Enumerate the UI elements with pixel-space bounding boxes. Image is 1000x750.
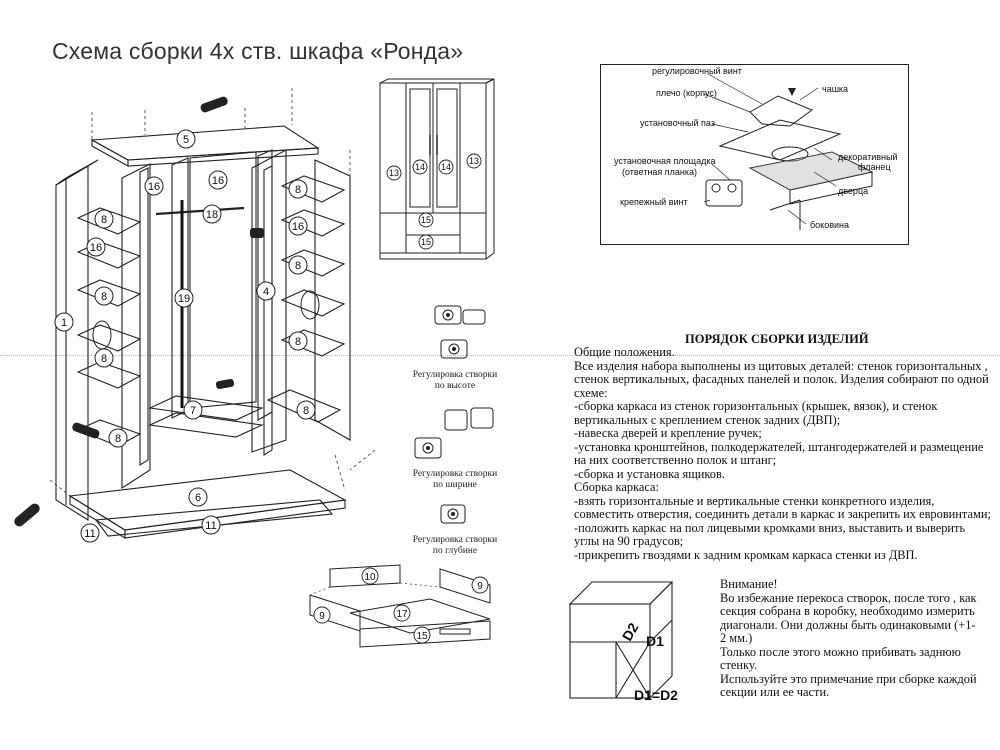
front-part-14: 14	[415, 162, 425, 172]
warning-line: секции или ее части.	[720, 685, 830, 699]
part-8-label: 8	[101, 214, 107, 226]
wardrobe-exploded-diagram: 1 5 4 8 8 8 8 8 8 8 8 16 16 16 16 18 19 …	[14, 88, 376, 543]
scan-artifact-line	[0, 355, 1000, 356]
part-8-label: 8	[101, 353, 107, 365]
hinge-label-mount-plate-sub: (ответная планка)	[622, 167, 697, 177]
warning-line: секция собрана в коробку, необходимо изм…	[720, 604, 975, 618]
hinge-label-mount-plate: установочная площадка	[614, 156, 715, 166]
hinge-label-side: боковина	[810, 220, 849, 230]
part-5-label: 5	[183, 134, 189, 146]
assembly-heading: ПОРЯДОК СБОРКИ ИЗДЕЛИЙ	[685, 332, 869, 346]
caption-depth: Регулировка створки по глубине	[412, 535, 498, 556]
warning-line: Только после этого можно прибивать задню…	[720, 644, 961, 659]
hinge-detail-diagram: регулировочный винт плечо (корпус) устан…	[600, 64, 909, 245]
instruction-line: -положить каркас на пол лицевыми кромкам…	[574, 520, 966, 535]
instruction-line: Все изделия набора выполнены из щитовых …	[574, 358, 988, 373]
warning-note: Внимание! Во избежание перекоса створок,…	[720, 577, 977, 700]
page-title: Схема сборки 4х ств. шкафа «Ронда»	[52, 38, 464, 64]
hinge-label-mount-slot: установочный паз	[640, 118, 715, 128]
hinge-adjust-icons	[414, 305, 494, 524]
hinge-label-fix-screw: крепежный винт	[620, 197, 688, 207]
part-16-label: 16	[292, 221, 304, 233]
drawer-part-9: 9	[319, 611, 325, 622]
front-part-15: 15	[421, 237, 431, 247]
hinge-label-flange-1: декоративный	[838, 152, 898, 162]
hinge-label-arm: плечо (корпус)	[656, 88, 717, 98]
diagonal-d2-label: D2	[619, 620, 642, 644]
instruction-line: схеме:	[574, 385, 608, 400]
caption-height: Регулировка створки по высоте	[412, 370, 498, 391]
hinge-label-flange-2: фланец	[858, 162, 891, 172]
part-16-label: 16	[90, 242, 102, 254]
instruction-line: -сборка и установка ящиков.	[574, 466, 725, 481]
instruction-line: вертикальных с креплением стенок задних …	[574, 412, 841, 427]
drawer-part-10: 10	[364, 572, 376, 583]
part-19-label: 19	[178, 293, 190, 305]
drawer-part-15: 15	[416, 631, 428, 642]
diagonal-d1-label: D1	[646, 633, 664, 649]
instruction-line: Сборка каркаса:	[574, 480, 659, 494]
diagonal-equation: D1=D2	[634, 687, 678, 703]
warning-line: Во избежание перекоса створок, после тог…	[720, 590, 977, 605]
drawer-exploded-diagram: 10 9 9 17 15	[309, 564, 491, 648]
part-11-label: 11	[205, 520, 216, 532]
warning-line: Внимание!	[720, 577, 778, 591]
warning-line: стенку.	[720, 658, 757, 672]
instruction-line: совместить отверстия, соединить детали в…	[574, 507, 991, 521]
part-8-label: 8	[101, 291, 107, 303]
warning-line: диагонали. Они должны быть одинаковыми (…	[720, 617, 976, 632]
part-4-label: 4	[263, 286, 269, 298]
instruction-line: -взять горизонтальные и вертикальные сте…	[574, 493, 935, 508]
wardrobe-front-view: 13 14 14 13 15 15	[379, 78, 495, 260]
part-6-label: 6	[195, 492, 201, 504]
front-part-15: 15	[421, 215, 431, 225]
part-11-label: 11	[84, 528, 95, 540]
part-1-label: 1	[61, 317, 67, 329]
instruction-line: на них соответственно полок и штанг;	[574, 453, 777, 467]
part-18-label: 18	[206, 209, 218, 221]
assembly-instructions: Общие положения. Все изделия набора выпо…	[574, 345, 991, 562]
instruction-line: -сборка каркаса из стенок горизонтальных…	[574, 399, 938, 413]
warning-line: 2 мм.)	[720, 631, 753, 645]
hinge-label-adjust-screw: регулировочный винт	[652, 66, 742, 76]
part-16-label: 16	[148, 181, 160, 193]
drawer-part-9: 9	[477, 581, 483, 592]
front-part-14: 14	[441, 162, 451, 172]
caption-width: Регулировка створки по ширине	[412, 469, 498, 490]
instruction-line: -навеска дверей и крепление ручек;	[574, 426, 762, 440]
drawer-part-17: 17	[396, 609, 408, 620]
part-7-label: 7	[190, 405, 196, 417]
diagonal-check-diagram: D2 D1 D1=D2	[568, 581, 678, 703]
hinge-label-cup: чашка	[822, 84, 848, 94]
part-8-label: 8	[295, 184, 301, 196]
instruction-line: Общие положения.	[574, 345, 675, 359]
part-8-label: 8	[295, 336, 301, 348]
hinge-label-door: дверца	[838, 186, 868, 196]
instruction-line: стенок вертикальных, фасадных панелей и …	[574, 372, 989, 386]
part-8-label: 8	[115, 433, 121, 445]
part-8-label: 8	[295, 260, 301, 272]
instruction-line: -прикрепить гвоздями к задним кромкам ка…	[574, 547, 918, 562]
front-part-13: 13	[389, 168, 399, 178]
front-part-13: 13	[469, 156, 479, 166]
instruction-line: -установка кронштейнов, полкодержателей,…	[574, 439, 984, 454]
part-16-label: 16	[212, 175, 224, 187]
warning-line: Используйте это примечание при сборке ка…	[720, 671, 977, 686]
instruction-line: углы на 90 градусов;	[574, 534, 684, 548]
part-8-label: 8	[303, 405, 309, 417]
